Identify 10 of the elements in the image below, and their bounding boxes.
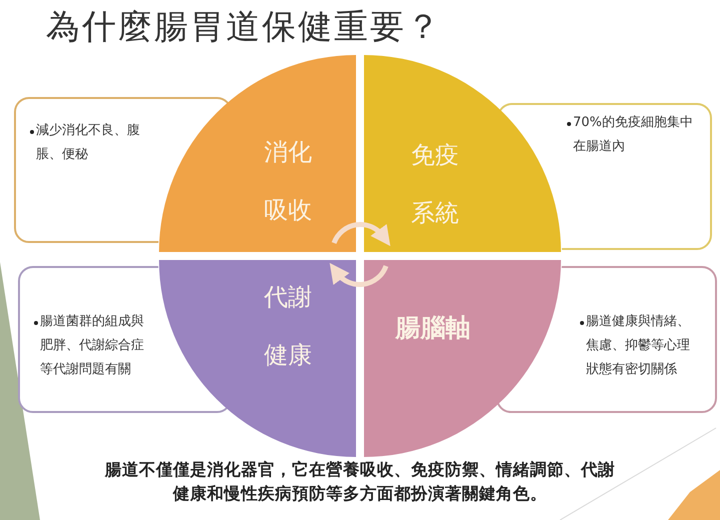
bullet-text: 腸道菌群的組成與肥胖、代謝綜合症等代謝問題有關 [40, 313, 145, 379]
quadrant-label: 腸腦軸 [394, 312, 472, 344]
quadrant-label: 消化吸收 [263, 137, 313, 226]
caption: 腸道不僅僅是消化器官，它在營養吸收、免疫防禦、情緒調節、代謝健康和慢性疾病預防等多方面都扮演著關鍵角色。 [104, 459, 616, 505]
bullet-text: 70%的免疫細胞集中在腸道內 [573, 114, 694, 156]
bullet-text: 腸道健康與情緒、焦慮、抑鬱等心理狀態有密切關係 [586, 313, 691, 379]
title: 為什麼腸胃道保健重要？ [46, 6, 442, 49]
quadrant-label: 代謝健康 [263, 282, 313, 371]
bullet-text: 減少消化不良、腹脹、便秘 [36, 122, 141, 164]
quadrant-label: 免疫系統 [410, 140, 460, 229]
